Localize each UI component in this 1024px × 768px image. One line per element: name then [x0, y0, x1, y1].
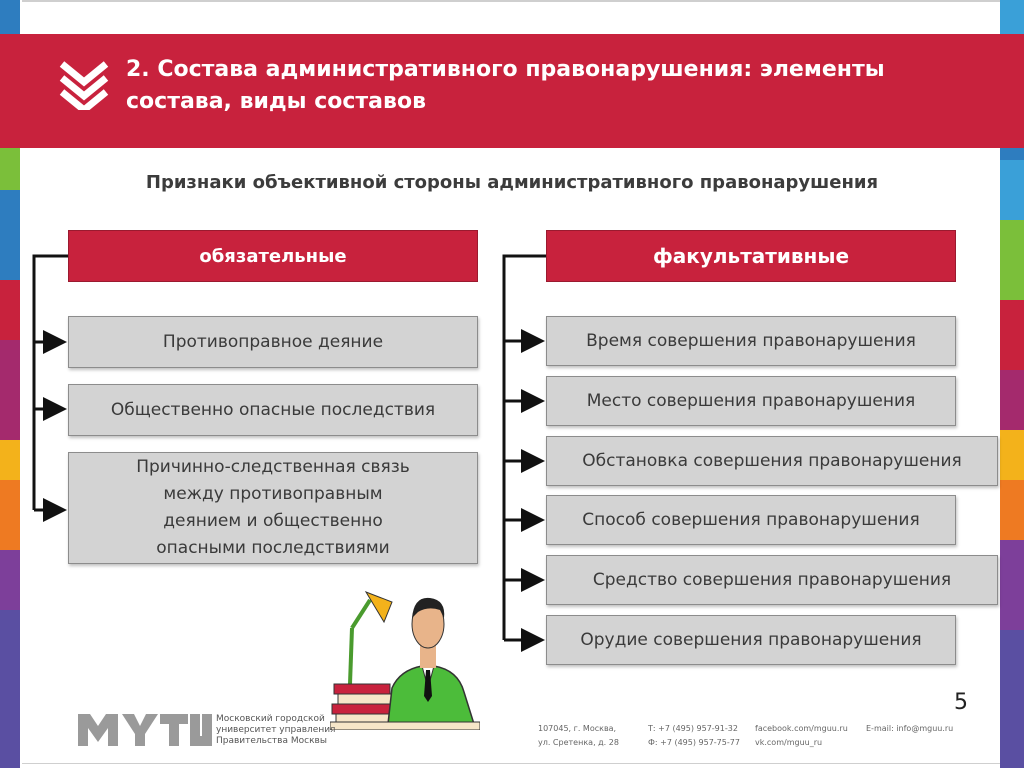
mandatory-item-1-text: Противоправное деяние [162, 331, 384, 352]
slide-title-line-2: состава, виды составов [126, 89, 426, 114]
optional-item-4-text: Способ совершения правонарушения [582, 509, 920, 530]
optional-item-4: Способ совершения правонарушения [546, 495, 956, 545]
mandatory-item-3-text: Причинно-следственная связь между против… [136, 457, 410, 558]
address-line-2: ул. Сретенка, д. 28 [538, 738, 619, 747]
left-color-stripe [0, 0, 20, 768]
optional-item-1-text: Время совершения правонарушения [586, 330, 916, 351]
university-name-line-3: Правительства Москвы [216, 736, 327, 746]
chevrons-down-icon [59, 61, 109, 110]
optional-item-1: Время совершения правонарушения [546, 316, 956, 366]
optional-item-6: Орудие совершения правонарушения [546, 615, 956, 665]
university-logo-icon [78, 714, 212, 746]
phone-text: Т: +7 (495) 957-91-32 [648, 724, 738, 733]
page-number: 5 [954, 690, 968, 715]
footer-phones: Т: +7 (495) 957-91-32 Ф: +7 (495) 957-75… [648, 722, 740, 750]
email-link[interactable]: E-mail: info@mguu.ru [866, 724, 954, 733]
university-name-line-2: университет управления [216, 725, 336, 735]
vk-link[interactable]: vk.com/mguu_ru [755, 738, 823, 747]
mandatory-heading-box: обязательные [68, 230, 478, 282]
university-name: Московский городской университет управле… [216, 714, 346, 747]
footer-social: facebook.com/mguu.ru vk.com/mguu_ru [755, 722, 848, 750]
bottom-border-line [22, 763, 1000, 764]
optional-heading: факультативные [652, 244, 850, 268]
slide-title: 2. Состава административного правонаруше… [126, 54, 946, 118]
optional-heading-box: факультативные [546, 230, 956, 282]
diagram-subtitle: Признаки объективной стороны администрат… [145, 172, 879, 193]
optional-item-5: Средство совершения правонарушения [546, 555, 998, 605]
slide-title-line-1: 2. Состава административного правонаруше… [126, 57, 885, 82]
left-trunk-line [32, 254, 68, 510]
mandatory-item-2-text: Общественно опасные последствия [110, 399, 436, 420]
optional-item-2: Место совершения правонарушения [546, 376, 956, 426]
title-banner [0, 34, 1024, 148]
optional-item-3-text: Обстановка совершения правонарушения [582, 450, 962, 471]
facebook-link[interactable]: facebook.com/mguu.ru [755, 724, 848, 733]
person-at-desk-illustration [330, 591, 480, 730]
optional-item-5-text: Средство совершения правонарушения [592, 569, 952, 590]
footer-address: 107045, г. Москва, ул. Сретенка, д. 28 [538, 722, 619, 750]
address-line-1: 107045, г. Москва, [538, 724, 617, 733]
university-name-line-1: Московский городской [216, 714, 325, 724]
footer-email: E-mail: info@mguu.ru [866, 722, 953, 736]
top-border-line [22, 0, 1000, 2]
optional-item-2-text: Место совершения правонарушения [586, 390, 916, 411]
mandatory-item-3: Причинно-следственная связь между против… [68, 452, 478, 564]
right-trunk-line [502, 254, 546, 640]
mandatory-item-2: Общественно опасные последствия [68, 384, 478, 436]
optional-item-3: Обстановка совершения правонарушения [546, 436, 998, 486]
optional-item-6-text: Орудие совершения правонарушения [580, 629, 922, 650]
fax-text: Ф: +7 (495) 957-75-77 [648, 738, 740, 747]
mandatory-item-1: Противоправное деяние [68, 316, 478, 368]
mandatory-heading: обязательные [199, 245, 347, 267]
